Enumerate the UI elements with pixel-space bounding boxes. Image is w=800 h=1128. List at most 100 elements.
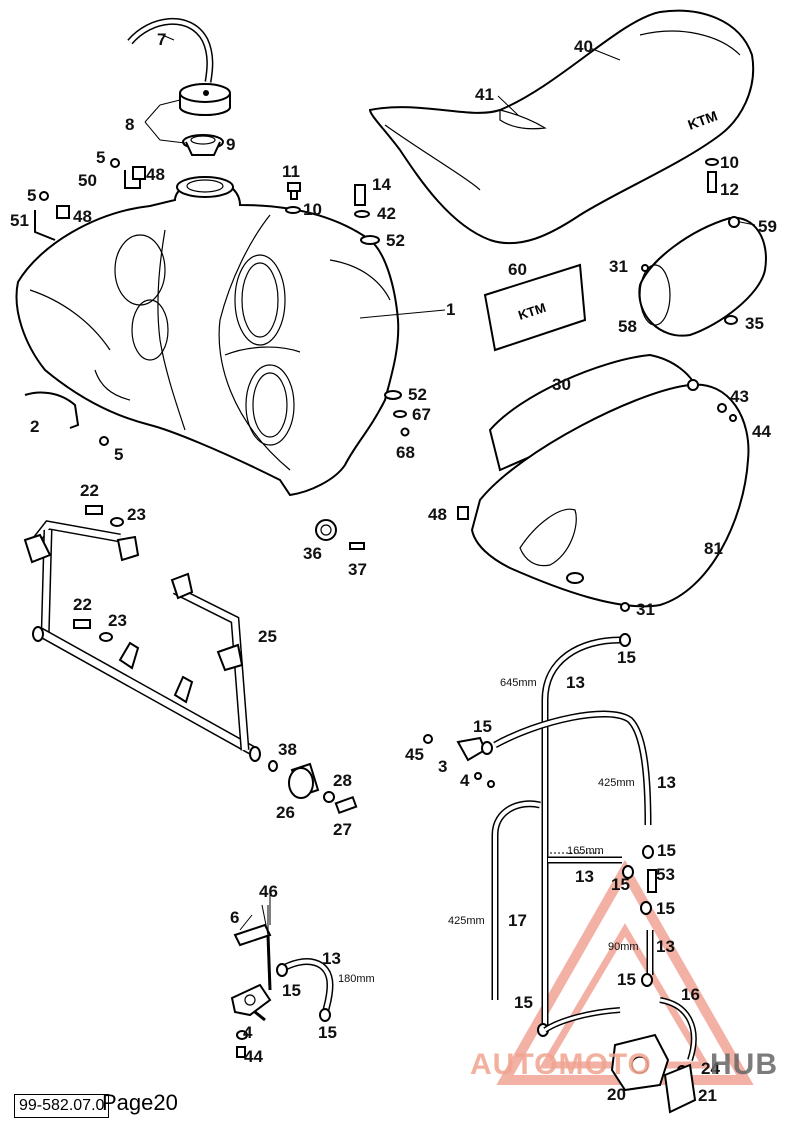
fuel-line-13-425 — [493, 710, 652, 826]
callout-38: 38 — [278, 740, 297, 759]
breather-hose-7 — [127, 17, 214, 83]
dimension-labels: 645mm 425mm 165mm 425mm 90mm 180mm — [338, 677, 639, 985]
fuel-line-13-645 — [541, 636, 621, 1030]
callout-15: 15 — [282, 981, 301, 1000]
callout-60: 60 — [508, 260, 527, 279]
screw-5-upper — [39, 158, 120, 446]
tool-container-58 — [638, 216, 767, 337]
dimension-165mm: 165mm — [567, 845, 604, 857]
callout-40: 40 — [574, 37, 593, 56]
bracket-21 — [663, 1063, 697, 1114]
callout-68: 68 — [396, 443, 415, 462]
dimension-645mm: 645mm — [500, 677, 537, 689]
callout-48: 48 — [428, 505, 447, 524]
callout-52: 52 — [408, 385, 427, 404]
callout-13: 13 — [575, 867, 594, 886]
collector-hose — [543, 1007, 621, 1033]
callout-15: 15 — [617, 648, 636, 667]
callout-27: 27 — [333, 820, 352, 839]
callout-35: 35 — [745, 314, 764, 333]
callout-51: 51 — [10, 211, 29, 230]
callout-labels: 7 8 9 5 50 48 5 51 48 11 10 14 42 52 1 2… — [10, 30, 777, 1105]
callout-81: 81 — [704, 539, 723, 558]
number-plate-81 — [457, 379, 750, 612]
callout-45: 45 — [405, 745, 424, 764]
dimension-425mm-lower: 425mm — [448, 915, 485, 927]
callout-23: 23 — [108, 611, 127, 630]
callout-31: 31 — [609, 257, 628, 276]
callout-15: 15 — [657, 841, 676, 860]
callout-48: 48 — [73, 207, 92, 226]
bolt-11 — [285, 182, 301, 214]
watermark-text: AUTOMOTO HUB — [470, 1048, 778, 1081]
fuel-cock-46 — [230, 923, 272, 1058]
dimension-425mm-upper: 425mm — [598, 777, 635, 789]
callout-9: 9 — [226, 135, 235, 154]
callout-17: 17 — [508, 911, 527, 930]
callout-4: 4 — [243, 1023, 253, 1042]
callout-44: 44 — [752, 422, 771, 441]
rubber-mount-26 — [268, 760, 358, 815]
bracket-51 — [34, 210, 56, 241]
cap-seal-9 — [182, 134, 224, 156]
seat-40: KTM — [368, 9, 755, 245]
fuel-cap-8 — [179, 83, 231, 116]
callout-22: 22 — [80, 481, 99, 500]
callout-5: 5 — [114, 445, 123, 464]
callout-15: 15 — [656, 899, 675, 918]
callout-10: 10 — [720, 153, 739, 172]
callout-14: 14 — [372, 175, 391, 194]
callout-13: 13 — [322, 949, 341, 968]
callout-15: 15 — [473, 717, 492, 736]
callout-59: 59 — [758, 217, 777, 236]
callout-5: 5 — [96, 148, 105, 167]
callout-15: 15 — [617, 970, 636, 989]
callout-42: 42 — [377, 204, 396, 223]
callout-16: 16 — [681, 985, 700, 1004]
bolt-12 — [705, 158, 719, 193]
callout-24: 24 — [701, 1059, 720, 1078]
callout-11: 11 — [282, 162, 300, 181]
callout-36: 36 — [303, 544, 322, 563]
callout-26: 26 — [276, 803, 295, 822]
callout-13: 13 — [656, 937, 675, 956]
callout-31: 31 — [636, 600, 655, 619]
dimension-90mm: 90mm — [608, 941, 639, 953]
watermark-brand-part2: HUB — [710, 1048, 778, 1081]
callout-5: 5 — [27, 186, 36, 205]
callout-15: 15 — [318, 1023, 337, 1042]
callout-22: 22 — [73, 595, 92, 614]
fuel-line-16 — [659, 997, 697, 1061]
callout-48: 48 — [146, 165, 165, 184]
dimension-180mm: 180mm — [338, 973, 375, 985]
callout-46: 46 — [259, 882, 278, 901]
fuel-line-17 — [491, 800, 541, 1000]
callout-13: 13 — [657, 773, 676, 792]
fuel-line-13-180 — [276, 958, 334, 1022]
callout-37: 37 — [348, 560, 367, 579]
callout-4: 4 — [460, 771, 470, 790]
bolt-53 — [647, 869, 657, 893]
document-code: 99-582.07.0 — [14, 1094, 110, 1118]
callout-6: 6 — [230, 908, 239, 927]
callout-44: 44 — [244, 1047, 263, 1066]
bolt-22-upper — [85, 505, 124, 527]
washers-52-67-68 — [384, 390, 410, 437]
callout-20: 20 — [607, 1085, 626, 1104]
page-number: Page20 — [102, 1090, 178, 1115]
callout-50: 50 — [78, 171, 97, 190]
watermark-brand-part1: AUTOMOTO — [470, 1048, 652, 1081]
callout-41: 41 — [475, 85, 494, 104]
callout-30: 30 — [552, 375, 571, 394]
callout-12: 12 — [720, 180, 739, 199]
callout-23: 23 — [127, 505, 146, 524]
side-cover-30 — [488, 353, 697, 472]
callout-2: 2 — [30, 417, 39, 436]
callout-25: 25 — [258, 627, 277, 646]
callout-58: 58 — [618, 317, 637, 336]
callout-43: 43 — [730, 387, 749, 406]
leader-lines — [144, 33, 756, 936]
support-frame-25 — [23, 520, 261, 762]
clip-48-upper — [56, 166, 146, 219]
